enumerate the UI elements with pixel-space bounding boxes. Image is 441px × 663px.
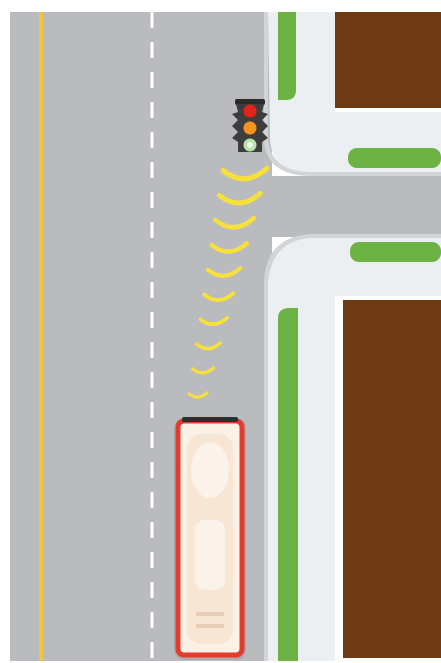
grass-strip-lower-horizontal (350, 242, 441, 262)
bus-rear-vent (196, 612, 224, 616)
amber-light (244, 122, 257, 135)
bus-roof-hatch-front (191, 442, 229, 498)
grass-strip-lower-vertical (278, 308, 298, 661)
building-upper (335, 12, 441, 108)
bus (174, 417, 246, 660)
yellow-center-line (39, 12, 43, 661)
grass-strip-upper-horizontal (348, 148, 441, 168)
bus-roof-hatch-middle (195, 520, 225, 590)
building-lower (343, 300, 441, 658)
grass-strip-upper-vertical (278, 12, 296, 100)
green-light-glow (247, 142, 253, 148)
red-light (244, 105, 257, 118)
bus-front-bumper (182, 417, 238, 422)
cross-street (270, 176, 441, 237)
bus-rear-vent-2 (196, 624, 224, 628)
